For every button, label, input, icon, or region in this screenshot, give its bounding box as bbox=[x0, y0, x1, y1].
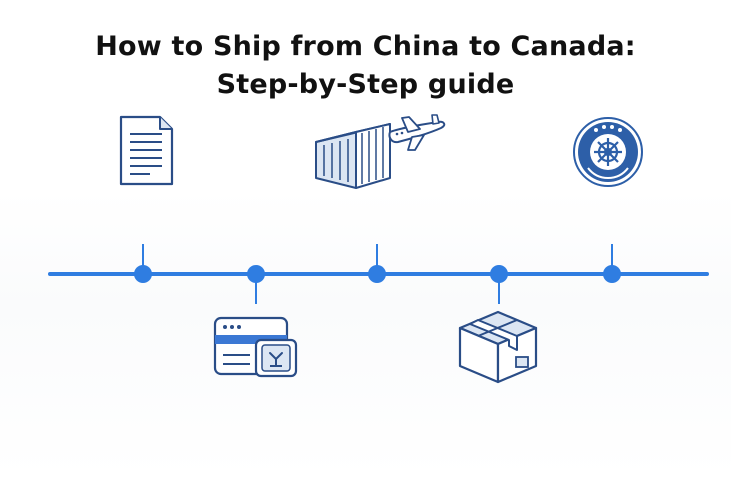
timeline-node-1 bbox=[134, 265, 152, 283]
customs-seal-icon bbox=[573, 117, 643, 187]
container-airplane-icon bbox=[315, 114, 446, 189]
timeline-node-2 bbox=[247, 265, 265, 283]
page-title: How to Ship from China to Canada: Step-b… bbox=[0, 28, 731, 104]
timeline-node-4 bbox=[490, 265, 508, 283]
payment-terminal-icon bbox=[213, 316, 298, 378]
timeline-node-3 bbox=[368, 265, 386, 283]
title-line-2: Step-by-Step guide bbox=[216, 69, 515, 100]
title-line-1: How to Ship from China to Canada: bbox=[95, 31, 636, 62]
document-icon bbox=[119, 115, 174, 186]
timeline-node-5 bbox=[603, 265, 621, 283]
package-box-icon bbox=[458, 310, 538, 384]
background bbox=[0, 190, 731, 478]
